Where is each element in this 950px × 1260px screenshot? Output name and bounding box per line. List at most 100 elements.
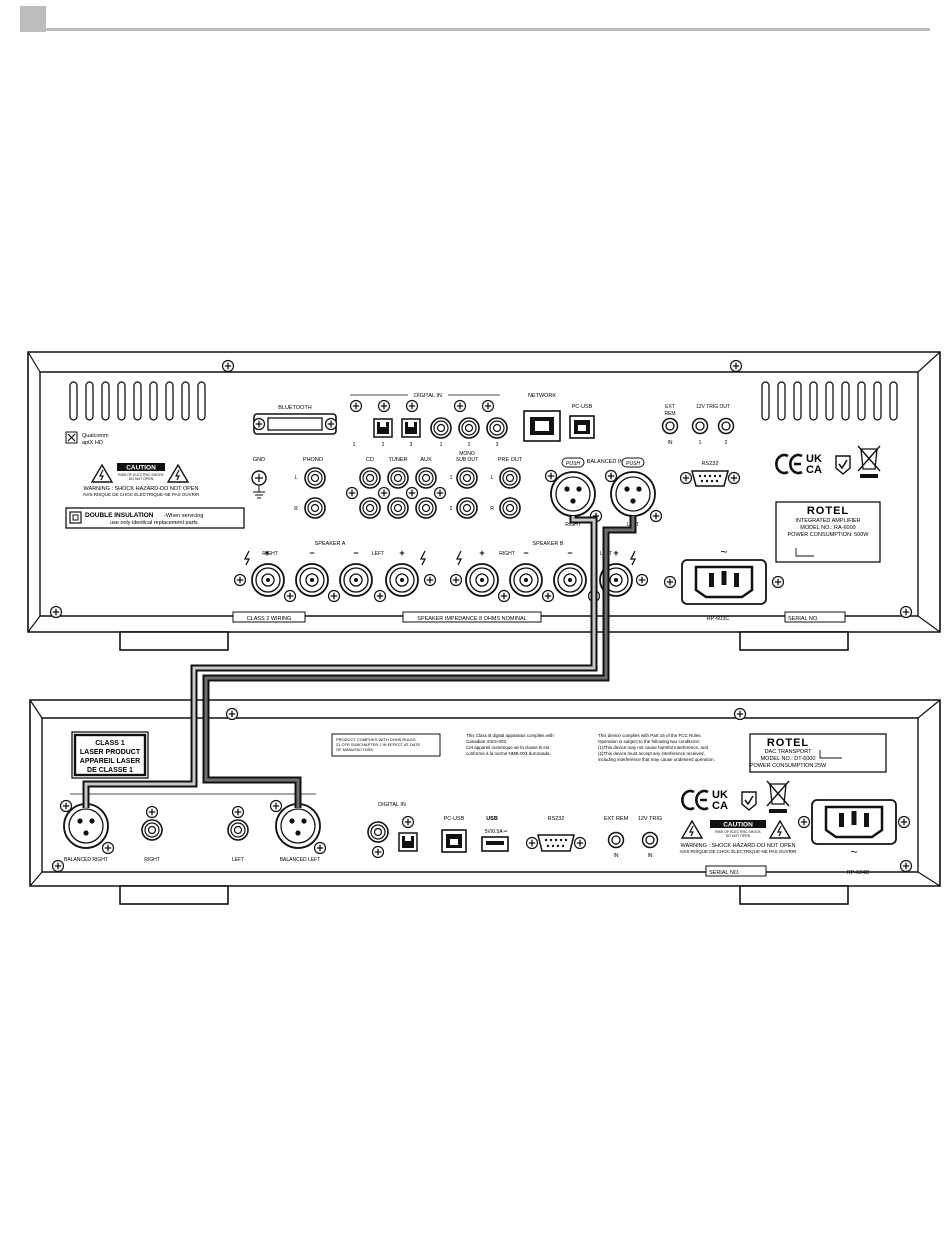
impedance-text: SPEAKER IMPEDANCE 8 OHMS NOMINAL: [417, 616, 526, 622]
amp-caution-text: CAUTION: [126, 465, 156, 472]
dac-avis-text: AVIS:RISQUE DE CHOC ÉLECTRIQUE-NE PAS OU…: [680, 848, 798, 854]
panel-screw: [401, 815, 415, 829]
dac-chassis: [29, 699, 941, 887]
double-insulation-title: DOUBLE INSULATION: [85, 512, 154, 519]
dac-brand: ROTEL: [767, 737, 809, 749]
amp-coax-in-1[interactable]: [430, 417, 452, 439]
gnd-terminal[interactable]: [251, 470, 267, 499]
panel-screw: [233, 573, 247, 587]
amplifier-vents-right: [761, 381, 898, 421]
amp-trig-out-2-jack[interactable]: [717, 417, 735, 435]
dac-ext-rem-jack[interactable]: [607, 831, 625, 849]
speaker-b-right-minus-post[interactable]: [509, 563, 543, 597]
amp-rs232-port[interactable]: [679, 470, 741, 487]
tuner-left-jack[interactable]: [387, 467, 409, 489]
dhhs-line3: OF MANUFACTURE.: [336, 747, 374, 752]
dac-ext-rem-in-label: IN: [614, 853, 619, 859]
dac-coax-in-jack[interactable]: [367, 821, 389, 843]
dac-usb-a-port[interactable]: [481, 836, 509, 852]
sub-out-1-jack[interactable]: [456, 467, 478, 489]
sub-1-number: 1: [450, 475, 453, 481]
dac-caution-box: [710, 820, 766, 828]
balanced-in-left-xlr[interactable]: [610, 471, 656, 517]
amp-ca-mark: CA: [806, 464, 822, 476]
amp-ce-mark: [775, 453, 803, 475]
page-header-rule: [46, 28, 930, 31]
panel-screw: [771, 575, 785, 589]
chassis-screw: [733, 707, 747, 721]
amp-coax-in-2[interactable]: [458, 417, 480, 439]
balanced-right-label: BALANCED RIGHT: [64, 857, 108, 863]
dac-ac-inlet[interactable]: [810, 798, 898, 846]
panel-screw: [635, 573, 649, 587]
aux-right-jack[interactable]: [415, 497, 437, 519]
amp-trig-out-1-jack[interactable]: [691, 417, 709, 435]
balanced-in-right-xlr[interactable]: [550, 471, 596, 517]
dac-foot-left: [119, 885, 229, 905]
amp-pc-usb-label: PC-USB: [572, 404, 593, 410]
phono-right-jack[interactable]: [304, 497, 326, 519]
panel-screw: [269, 799, 283, 813]
balanced-cable-left: [202, 516, 637, 808]
speaker-b-right-plus-post[interactable]: [465, 563, 499, 597]
fcc-line1: This device complies with Part 15 of the…: [598, 733, 702, 738]
amp-model-line3: POWER CONSUMPTION: 500W: [788, 532, 870, 538]
speaker-a-left-plus-post[interactable]: [385, 563, 419, 597]
dac-rca-left-jack[interactable]: [227, 819, 249, 841]
dac-model-line1: DAC TRANSPORT: [765, 749, 813, 755]
amp-ac-inlet[interactable]: [680, 558, 768, 606]
pre-out-right-jack[interactable]: [499, 497, 521, 519]
amp-ac-tilde: ~: [720, 545, 727, 559]
dac-balanced-right-xlr[interactable]: [63, 803, 109, 849]
panel-screw: [145, 805, 159, 819]
amp-pc-usb-port[interactable]: [569, 415, 595, 439]
amp-rcm-icon: [835, 455, 851, 475]
network-port[interactable]: [523, 410, 561, 442]
fcc-line3: (1)This device may not cause harmful int…: [598, 745, 709, 750]
coax-1-number: 1: [440, 442, 443, 448]
bluetooth-antenna-port[interactable]: [252, 413, 338, 435]
plus-sign: +: [399, 548, 404, 558]
amp-optical-in-3[interactable]: [401, 418, 421, 438]
page-header-tab: [20, 6, 46, 32]
dac-caution-sub1: RISK OF ELECTRIC SHOCK: [715, 830, 761, 834]
ext-rem-in-label: IN: [668, 440, 673, 446]
tuner-right-jack[interactable]: [387, 497, 409, 519]
amp-ext-rem-jack[interactable]: [661, 417, 679, 435]
aux-left-jack[interactable]: [415, 467, 437, 489]
sub-out-label: SUB OUT: [456, 457, 478, 463]
speaker-a-right-minus-post[interactable]: [295, 563, 329, 597]
sub-out-2-jack[interactable]: [456, 497, 478, 519]
dac-rca-right-jack[interactable]: [141, 819, 163, 841]
speaker-a-left-minus-post[interactable]: [339, 563, 373, 597]
dac-balanced-left-xlr[interactable]: [275, 803, 321, 849]
panel-screw: [231, 805, 245, 819]
coax-2-number: 2: [468, 442, 471, 448]
dac-model-line2: MODEL NO.: DT-6000: [761, 756, 816, 762]
pre-out-l-label: L: [491, 475, 494, 481]
dac-pc-usb-port[interactable]: [441, 829, 467, 853]
panel-screw: [497, 589, 511, 603]
chassis-screw: [899, 605, 913, 619]
panel-screw: [481, 399, 495, 413]
dac-trig-jack[interactable]: [641, 831, 659, 849]
amp-optical-in-2[interactable]: [373, 418, 393, 438]
pre-out-label: PRE OUT: [498, 457, 523, 463]
dac-foot-right: [739, 885, 849, 905]
amp-caution-sub2: DO NOT OPEN: [129, 477, 154, 481]
amp-coax-in-3[interactable]: [486, 417, 508, 439]
speaker-a-right-plus-post[interactable]: [251, 563, 285, 597]
dac-model-label-box: [749, 733, 887, 773]
ices-line3: Cet appareil numérique de la classe B es…: [466, 745, 550, 750]
pre-out-left-jack[interactable]: [499, 467, 521, 489]
cd-right-jack[interactable]: [359, 497, 381, 519]
phono-left-jack[interactable]: [304, 467, 326, 489]
dac-optical-in-jack[interactable]: [398, 832, 418, 852]
panel-screw: [59, 799, 73, 813]
cd-left-jack[interactable]: [359, 467, 381, 489]
speaker-a-right-label: RIGHT: [262, 551, 278, 557]
dac-rs232-port[interactable]: [525, 834, 587, 852]
amp-trig-out-label: 12V TRIG OUT: [696, 404, 730, 410]
speaker-b-left-minus-post[interactable]: [553, 563, 587, 597]
panel-screw: [797, 815, 811, 829]
